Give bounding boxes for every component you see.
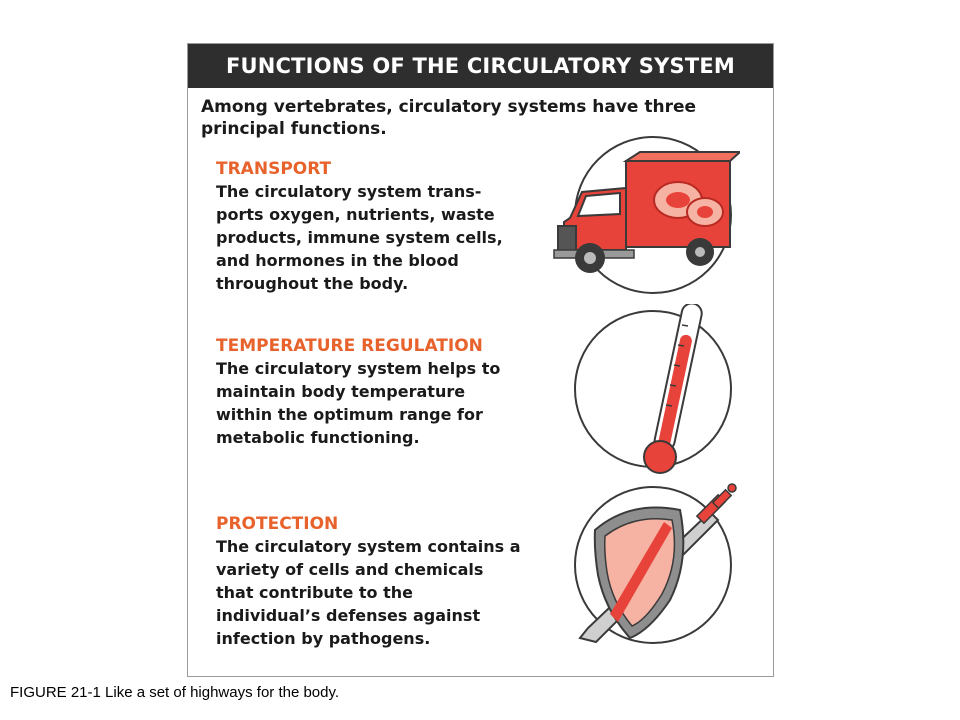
section-body: The circulatory system contains a variet… (216, 537, 521, 648)
section-heading: TEMPERATURE REGULATION (216, 336, 483, 356)
section-transport: TRANSPORT The circulatory system trans- … (216, 158, 556, 295)
section-temperature-regulation: TEMPERATURE REGULATION The circulatory s… (216, 335, 556, 449)
figure-panel: FUNCTIONS OF THE CIRCULATORY SYSTEM Amon… (187, 43, 774, 677)
section-body: The circulatory system helps to maintain… (216, 359, 501, 447)
section-body: The circulatory system trans- ports oxyg… (216, 182, 503, 293)
figure-title: FUNCTIONS OF THE CIRCULATORY SYSTEM (188, 44, 773, 88)
section-heading: PROTECTION (216, 514, 339, 534)
section-protection: PROTECTION The circulatory system contai… (216, 513, 556, 650)
shield-sword-icon (550, 480, 740, 660)
delivery-truck-icon (550, 130, 743, 310)
intro-text: Among vertebrates, circulatory systems h… (201, 97, 697, 139)
thermometer-icon (550, 302, 740, 484)
section-heading: TRANSPORT (216, 159, 332, 179)
figure-caption: FIGURE 21-1 Like a set of highways for t… (10, 684, 340, 701)
